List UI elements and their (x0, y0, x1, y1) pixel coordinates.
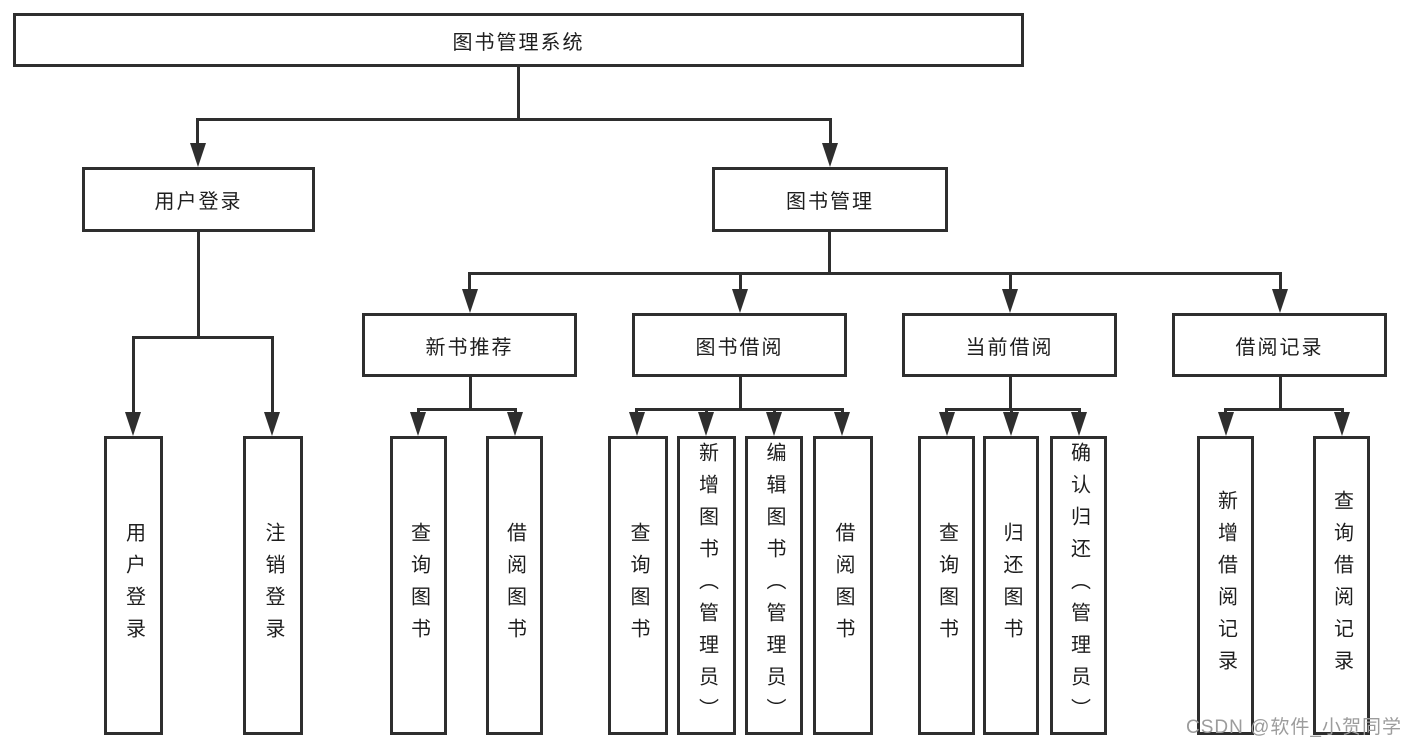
leaf-confirm-return-admin-label: 确认归还（管理员） (1067, 441, 1090, 730)
arrow-down-icon (190, 143, 206, 167)
connector-current-stem (1009, 377, 1012, 408)
connector-recommend-bar (417, 408, 517, 411)
leaf-user-login-label: 用户登录 (122, 521, 145, 650)
connector-login-bar (132, 336, 274, 339)
leaf-query-books-current-label: 查询图书 (935, 521, 958, 650)
leaf-logout-label: 注销登录 (262, 521, 284, 650)
connector-mgmt-drop-2 (739, 272, 742, 292)
arrow-down-icon (507, 412, 523, 436)
node-book-borrow: 图书借阅 (632, 313, 847, 377)
csdn-watermark: CSDN @软件_小贺同学 (1186, 717, 1402, 738)
arrow-down-icon (125, 412, 141, 436)
node-user-login-label: 用户登录 (154, 191, 243, 213)
connector-login-drop-1 (132, 336, 135, 414)
connector-root-stem (517, 66, 520, 118)
connector-records-bar (1224, 408, 1344, 411)
leaf-query-borrow-record-label: 查询借阅记录 (1330, 489, 1353, 682)
arrow-down-icon (410, 412, 426, 436)
node-book-borrow-label: 图书借阅 (695, 336, 784, 359)
connector-mgmt-drop-4 (1279, 272, 1282, 292)
leaf-borrow-books: 借阅图书 (813, 436, 873, 735)
arrow-down-icon (1071, 412, 1087, 436)
leaf-edit-books-admin-label: 编辑图书（管理员） (763, 441, 785, 730)
leaf-user-login: 用户登录 (104, 436, 163, 735)
leaf-query-books-current: 查询图书 (918, 436, 975, 735)
arrow-down-icon (766, 412, 782, 436)
arrow-down-icon (939, 412, 955, 436)
leaf-add-borrow-record-label: 新增借阅记录 (1214, 489, 1237, 682)
leaf-add-books-admin-label: 新增图书（管理员） (695, 441, 718, 730)
node-book-management-label: 图书管理 (786, 191, 874, 213)
node-root-label: 图书管理系统 (452, 31, 585, 54)
leaf-query-borrow-record: 查询借阅记录 (1313, 436, 1370, 735)
node-user-login: 用户登录 (82, 167, 315, 232)
arrow-down-icon (629, 412, 645, 436)
arrow-down-icon (1334, 412, 1350, 436)
leaf-borrow-books-label: 借阅图书 (832, 521, 854, 650)
leaf-return-books-label: 归还图书 (1000, 521, 1022, 650)
arrow-down-icon (1272, 289, 1288, 313)
leaf-query-books-borrow: 查询图书 (608, 436, 668, 735)
connector-recommend-stem (469, 377, 472, 408)
arrow-down-icon (1002, 289, 1018, 313)
connector-records-stem (1279, 377, 1282, 408)
node-current-borrow: 当前借阅 (902, 313, 1117, 377)
node-new-book-recommend: 新书推荐 (362, 313, 577, 377)
node-current-borrow-label: 当前借阅 (965, 336, 1054, 359)
leaf-logout: 注销登录 (243, 436, 303, 735)
arrow-down-icon (822, 143, 838, 167)
node-new-book-recommend-label: 新书推荐 (425, 336, 514, 359)
arrow-down-icon (698, 412, 714, 436)
leaf-query-books-recommend-label: 查询图书 (407, 521, 430, 650)
node-borrow-records-label: 借阅记录 (1235, 336, 1324, 359)
leaf-edit-books-admin: 编辑图书（管理员） (745, 436, 803, 735)
connector-mgmt-drop-1 (468, 272, 471, 292)
connector-login-drop-2 (271, 336, 274, 414)
node-borrow-records: 借阅记录 (1172, 313, 1387, 377)
node-root-library-system: 图书管理系统 (13, 13, 1024, 67)
connector-root-drop-2 (829, 118, 832, 148)
connector-root-drop-1 (196, 118, 199, 148)
leaf-query-books-recommend: 查询图书 (390, 436, 447, 735)
leaf-confirm-return-admin: 确认归还（管理员） (1050, 436, 1107, 735)
connector-root-bar (196, 118, 832, 121)
arrow-down-icon (1003, 412, 1019, 436)
connector-login-stem (197, 232, 200, 336)
node-book-management: 图书管理 (712, 167, 948, 232)
leaf-add-borrow-record: 新增借阅记录 (1197, 436, 1254, 735)
leaf-borrow-books-recommend-label: 借阅图书 (503, 521, 526, 650)
leaf-return-books: 归还图书 (983, 436, 1039, 735)
leaf-query-books-borrow-label: 查询图书 (627, 521, 649, 650)
arrow-down-icon (1218, 412, 1234, 436)
connector-mgmt-stem (828, 232, 831, 272)
arrow-down-icon (264, 412, 280, 436)
connector-borrow-bar (635, 408, 844, 411)
arrow-down-icon (732, 289, 748, 313)
connector-mgmt-drop-3 (1009, 272, 1012, 292)
arrow-down-icon (834, 412, 850, 436)
leaf-borrow-books-recommend: 借阅图书 (486, 436, 543, 735)
leaf-add-books-admin: 新增图书（管理员） (677, 436, 736, 735)
arrow-down-icon (462, 289, 478, 313)
connector-current-bar (945, 408, 1081, 411)
connector-mgmt-bar (468, 272, 1282, 275)
connector-borrow-stem (739, 377, 742, 408)
